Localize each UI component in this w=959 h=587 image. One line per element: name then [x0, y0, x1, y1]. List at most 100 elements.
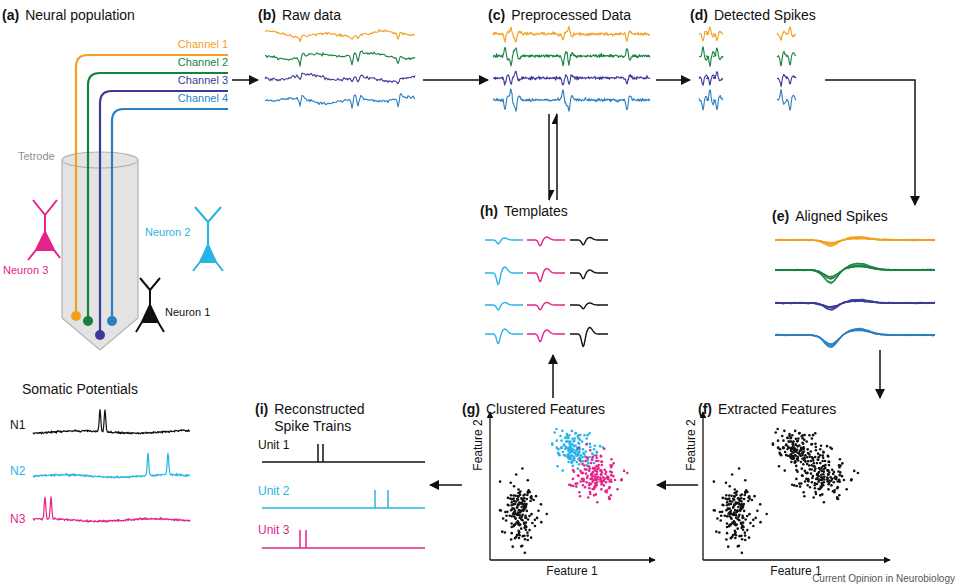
feature-point: [605, 491, 608, 494]
feature-point: [818, 488, 821, 491]
feature-point: [821, 477, 824, 480]
feature-point: [785, 444, 788, 447]
feature-point: [793, 461, 796, 464]
feature-point: [739, 510, 742, 513]
feature-point: [555, 428, 558, 431]
feature-point: [782, 446, 785, 449]
aligned-waveform: [775, 328, 935, 346]
feature-point: [728, 515, 731, 518]
feature-point: [789, 437, 792, 440]
feature-point: [801, 467, 804, 470]
feature-point: [781, 435, 784, 438]
feature-point: [786, 448, 789, 451]
feature-point: [575, 485, 578, 488]
feature-point: [591, 488, 594, 491]
aligned-waveform: [775, 329, 935, 346]
filtered-trace: [493, 89, 650, 111]
aligned-waveform: [775, 301, 935, 308]
aligned-waveform: [775, 266, 935, 277]
feature-point: [586, 477, 589, 480]
feature-point: [798, 432, 801, 435]
feature-point: [785, 454, 788, 457]
aligned-waveform: [775, 238, 935, 244]
feature-point: [805, 440, 808, 443]
aligned-waveform: [775, 328, 935, 347]
feature-point: [590, 474, 593, 477]
neuron-symbol: [136, 278, 164, 332]
spike-snippet: [786, 53, 796, 65]
feature-point: [725, 481, 728, 484]
feature-point: [828, 464, 831, 467]
feature-point: [567, 437, 570, 440]
spike-snippet: [713, 48, 723, 60]
aligned-waveform: [775, 264, 935, 285]
feature-point: [822, 484, 825, 487]
template-waveform: [485, 267, 523, 285]
feature-point: [567, 461, 570, 464]
feature-point: [730, 523, 733, 526]
aligned-waveform: [775, 300, 935, 308]
feature-point: [612, 475, 615, 478]
feature-point: [795, 438, 798, 441]
feature-point: [740, 522, 743, 525]
feature-point: [749, 522, 752, 525]
aligned-waveform: [775, 267, 935, 277]
feature-axes: [490, 412, 890, 560]
feature-point: [526, 539, 529, 542]
feature-point: [610, 458, 613, 461]
feature-point: [751, 499, 754, 502]
feature-point: [518, 491, 521, 494]
feature-point: [516, 512, 519, 515]
aligned-waveform: [775, 238, 935, 244]
feature-point: [823, 501, 826, 504]
panel-title: Extracted Features: [718, 401, 836, 418]
spike-snippet: [713, 96, 723, 110]
panel-letter: (h): [480, 203, 498, 220]
aligned-waveform: [775, 299, 935, 309]
feature-point: [738, 545, 741, 548]
feature-point: [746, 529, 749, 532]
feature-point: [592, 471, 595, 474]
feature-point: [737, 518, 740, 521]
feature-point: [804, 480, 807, 483]
feature-point: [576, 467, 579, 470]
feature-point: [568, 447, 571, 450]
feature-point: [589, 449, 592, 452]
feature-point: [595, 484, 598, 487]
pipeline-panel: Somatic Potentials: [22, 378, 212, 548]
feature-point: [803, 495, 806, 498]
aligned-waveform: [775, 300, 935, 307]
electrode-site: [71, 311, 81, 321]
feature-point: [713, 509, 716, 512]
feature-point: [506, 503, 509, 506]
feature-point: [730, 517, 733, 520]
feature-point: [568, 484, 571, 487]
feature-point: [595, 493, 598, 496]
feature-point: [576, 454, 579, 457]
feature-point: [596, 451, 599, 454]
feature-point: [562, 451, 565, 454]
template-waveform: [485, 238, 523, 244]
feature-point: [527, 518, 530, 521]
feature-point: [520, 510, 523, 513]
feature-point: [822, 451, 825, 454]
spike-tick: [305, 530, 307, 548]
feature-point: [748, 495, 751, 498]
spike-snippet: [786, 27, 796, 37]
feature-point: [792, 456, 795, 459]
feature-point: [716, 517, 719, 520]
aligned-waveform: [775, 330, 935, 345]
feature-point: [740, 493, 743, 496]
spike-train: [262, 547, 425, 549]
feature-point: [814, 482, 817, 485]
feature-point: [521, 503, 524, 506]
aligned-waveform: [775, 265, 935, 279]
feature-point: [569, 445, 572, 448]
feature-point: [587, 465, 590, 468]
feature-point: [571, 460, 574, 463]
feature-point: [797, 456, 800, 459]
pipeline-panel: (e)Aligned Spikes: [772, 205, 940, 350]
feature-point: [794, 430, 797, 433]
